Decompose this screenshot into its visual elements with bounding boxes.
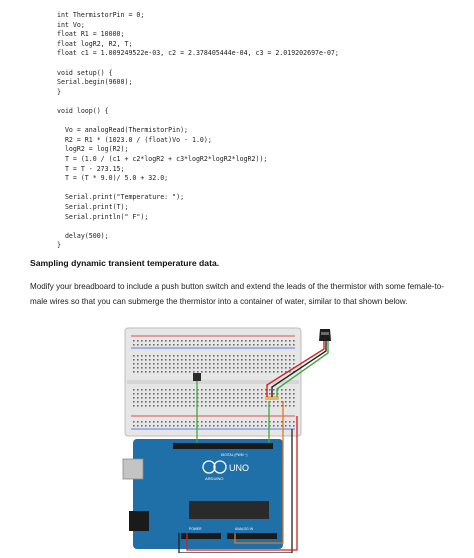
breadboard-holes	[133, 340, 295, 427]
power-jack	[129, 511, 149, 531]
wire-analog-orange	[234, 401, 284, 544]
microcontroller-chip	[189, 501, 269, 519]
board-brand-label: ARDUINO	[205, 476, 223, 481]
code-line: Vo = analogRead(ThermistorPin);	[57, 126, 189, 135]
instructions-paragraph: Modify your breadboard to include a push…	[30, 282, 444, 306]
code-line: float R1 = 10000;	[57, 30, 125, 39]
code-line: T = (1.0 / (c1 + c2*logR2 + c3*logR2*log…	[57, 155, 268, 163]
code-line: }	[57, 241, 61, 250]
code-line: Serial.println(" F");	[57, 212, 149, 221]
code-line: float c1 = 1.009249522e-03, c2 = 2.37840…	[57, 49, 339, 58]
code-line: delay(500);	[57, 231, 109, 240]
analog-header	[227, 533, 277, 539]
usb-port	[122, 458, 144, 480]
digital-header	[173, 443, 273, 449]
breadboard	[124, 327, 302, 437]
logo-left-ring	[202, 460, 216, 474]
code-line: Serial.print(T);	[57, 203, 129, 211]
power-header	[181, 533, 221, 539]
code-line: Serial.print("Temperature: ");	[57, 193, 185, 202]
wire-5v-red	[186, 416, 298, 551]
board-power-label: POWER	[189, 527, 202, 531]
code-line: T = T - 273.15;	[57, 164, 125, 173]
code-line: }	[57, 87, 61, 96]
code-line: void loop() {	[57, 107, 109, 115]
thermistor	[319, 329, 331, 341]
wire-thermistor-green	[276, 341, 329, 397]
push-button	[193, 373, 201, 381]
board-analog-label: ANALOG IN	[235, 527, 254, 531]
arduino-uno: UNO ARDUINO DIGITAL (PWM ~) POWER ANALOG…	[122, 439, 283, 549]
code-line: Serial.begin(9600);	[57, 78, 133, 87]
code-line: T = (T * 9.0)/ 5.0 + 32.0;	[57, 174, 169, 183]
breadboard-center-gap	[127, 380, 299, 384]
resistor	[265, 396, 279, 400]
code-line: void setup() {	[57, 68, 113, 77]
wire-thermistor-black	[271, 341, 327, 397]
board-model-label: UNO	[229, 463, 249, 473]
code-line: int ThermistorPin = 0;	[57, 11, 145, 19]
code-line: float logR2, R2, T;	[57, 39, 133, 48]
code-line: int Vo;	[57, 20, 85, 29]
circuit-figure: UNO ARDUINO DIGITAL (PWM ~) POWER ANALOG…	[117, 321, 357, 554]
wire-thermistor-red	[266, 341, 325, 397]
code-line: R2 = R1 * (1023.0 / (float)Vo - 1.0);	[57, 135, 212, 144]
section-heading: Sampling dynamic transient temperature d…	[30, 258, 220, 268]
board-digital-label: DIGITAL (PWM ~)	[221, 453, 247, 457]
logo-right-ring	[213, 460, 227, 474]
code-line: logR2 = log(R2);	[57, 145, 129, 154]
